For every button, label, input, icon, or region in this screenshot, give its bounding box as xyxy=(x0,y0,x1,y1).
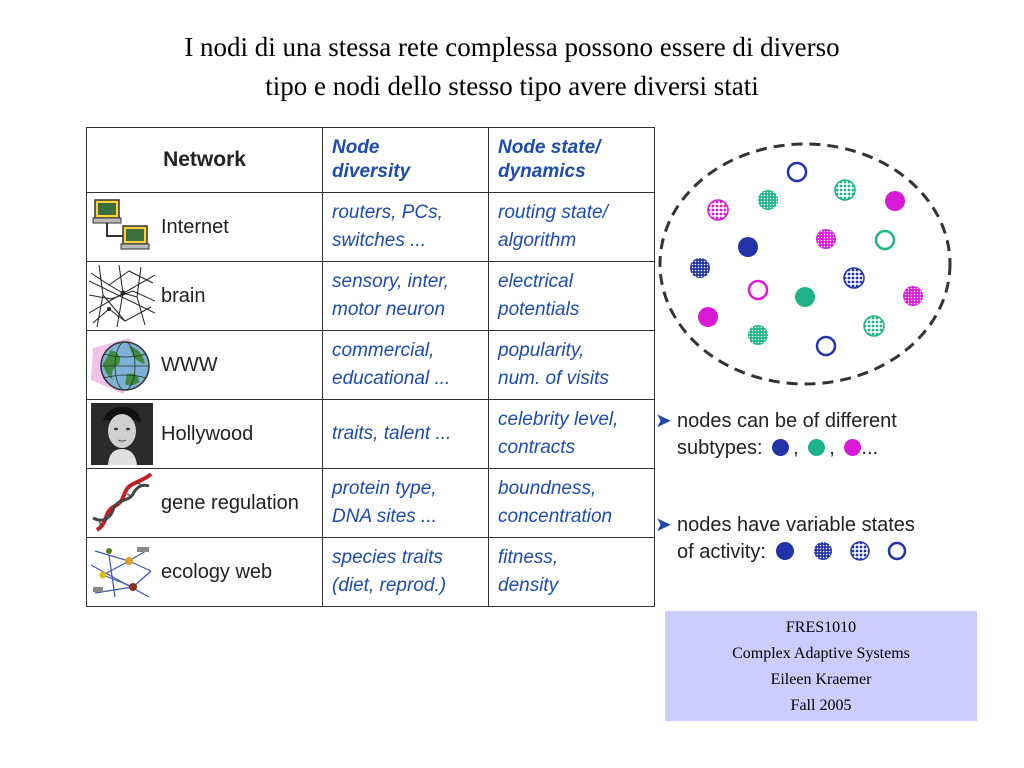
node-green-gridded-2 xyxy=(863,315,885,337)
footer-box: FRES1010 Complex Adaptive Systems Eileen… xyxy=(665,611,977,721)
node-magenta-gridded xyxy=(707,199,729,221)
node-magenta-solid-2 xyxy=(698,307,718,327)
node-blue-solid xyxy=(738,237,758,257)
node-cluster-diagram xyxy=(658,142,952,386)
arrow-bullet-icon: ➤ xyxy=(655,410,672,432)
network-label-internet: Internet xyxy=(161,215,229,238)
title-line-1: I nodi di una stessa rete complessa poss… xyxy=(184,32,840,62)
table-row: Hollywood traits, talent ... celebrity l… xyxy=(86,399,655,469)
header-node-state: Node state/dynamics xyxy=(488,127,655,193)
node-blue-dotted xyxy=(690,258,710,278)
diversity-internet: routers, PCs,switches ... xyxy=(322,192,489,262)
subtype-magenta-dot xyxy=(844,439,862,456)
diversity-brain: sensory, inter,motor neuron xyxy=(322,261,489,331)
cluster-boundary xyxy=(658,142,952,386)
diversity-hollywood: traits, talent ... xyxy=(322,399,489,469)
bullet-list: ➤ nodes can be of different subtypes: , … xyxy=(655,408,975,566)
network-label-gene-regulation: gene regulation xyxy=(161,491,299,514)
network-label-brain: brain xyxy=(161,284,206,307)
state-gene-regulation: boundness,concentration xyxy=(488,468,655,538)
node-green-dotted-2 xyxy=(748,325,768,345)
footer-course: FRES1010 xyxy=(785,619,857,636)
arrow-bullet-icon: ➤ xyxy=(655,514,672,536)
state-dotted-dot xyxy=(814,542,833,560)
node-blue-open xyxy=(786,161,808,183)
node-magenta-dotted-2 xyxy=(903,286,923,306)
node-magenta-dotted xyxy=(816,229,836,249)
node-blue-open-2 xyxy=(815,335,837,357)
footer-term: Fall 2005 xyxy=(790,697,852,714)
activity-state-dots xyxy=(776,541,907,561)
state-internet: routing state/algorithm xyxy=(488,192,655,262)
node-magenta-solid xyxy=(885,191,905,211)
state-ecology-web: fitness,density xyxy=(488,537,655,607)
footer-author: Eileen Kraemer xyxy=(770,671,872,688)
node-blue-gridded xyxy=(843,267,865,289)
node-green-gridded xyxy=(834,179,856,201)
table-row: WWW commercial,educational ... popularit… xyxy=(86,330,655,400)
bullet-subtypes: ➤ nodes can be of different subtypes: , … xyxy=(655,410,897,459)
bullet-states: ➤ nodes have variable states of activity… xyxy=(655,514,915,563)
computer-network-icon xyxy=(92,199,150,250)
node-magenta-open xyxy=(747,279,769,301)
network-label-hollywood: Hollywood xyxy=(161,422,254,445)
state-solid-dot xyxy=(776,542,795,560)
portrait-photo-icon xyxy=(91,403,153,465)
state-gridded-dot xyxy=(850,541,871,561)
node-green-dotted xyxy=(758,190,778,210)
header-network: Network xyxy=(86,127,323,193)
subtype-blue-dot xyxy=(772,439,790,456)
table-row: ecology web species traits(diet, reprod.… xyxy=(86,537,655,607)
table-row: gene regulation protein type,DNA sites .… xyxy=(86,468,655,538)
state-open-dot xyxy=(888,541,907,561)
dna-helix-icon xyxy=(92,472,153,532)
node-green-solid xyxy=(795,287,815,307)
subtype-green-dot xyxy=(808,439,826,456)
diversity-ecology-web: species traits(diet, reprod.) xyxy=(322,537,489,607)
network-label-www: WWW xyxy=(161,353,218,376)
footer-course-name: Complex Adaptive Systems xyxy=(732,645,910,662)
slide-title: I nodi di una stessa rete complessa poss… xyxy=(40,28,984,106)
globe-icon xyxy=(91,338,150,394)
neuron-network-icon xyxy=(89,265,155,327)
table-row: Internet routers, PCs,switches ... routi… xyxy=(86,192,655,262)
title-line-2: tipo e nodi dello stesso tipo avere dive… xyxy=(265,71,759,101)
food-web-icon xyxy=(90,547,152,598)
diversity-gene-regulation: protein type,DNA sites ... xyxy=(322,468,489,538)
diversity-www: commercial,educational ... xyxy=(322,330,489,400)
node-green-open xyxy=(874,229,896,251)
network-label-ecology-web: ecology web xyxy=(161,560,273,583)
table-row: brain sensory, inter,motor neuron electr… xyxy=(86,261,655,331)
state-hollywood: celebrity level,contracts xyxy=(488,399,655,469)
state-www: popularity,num. of visits xyxy=(488,330,655,400)
